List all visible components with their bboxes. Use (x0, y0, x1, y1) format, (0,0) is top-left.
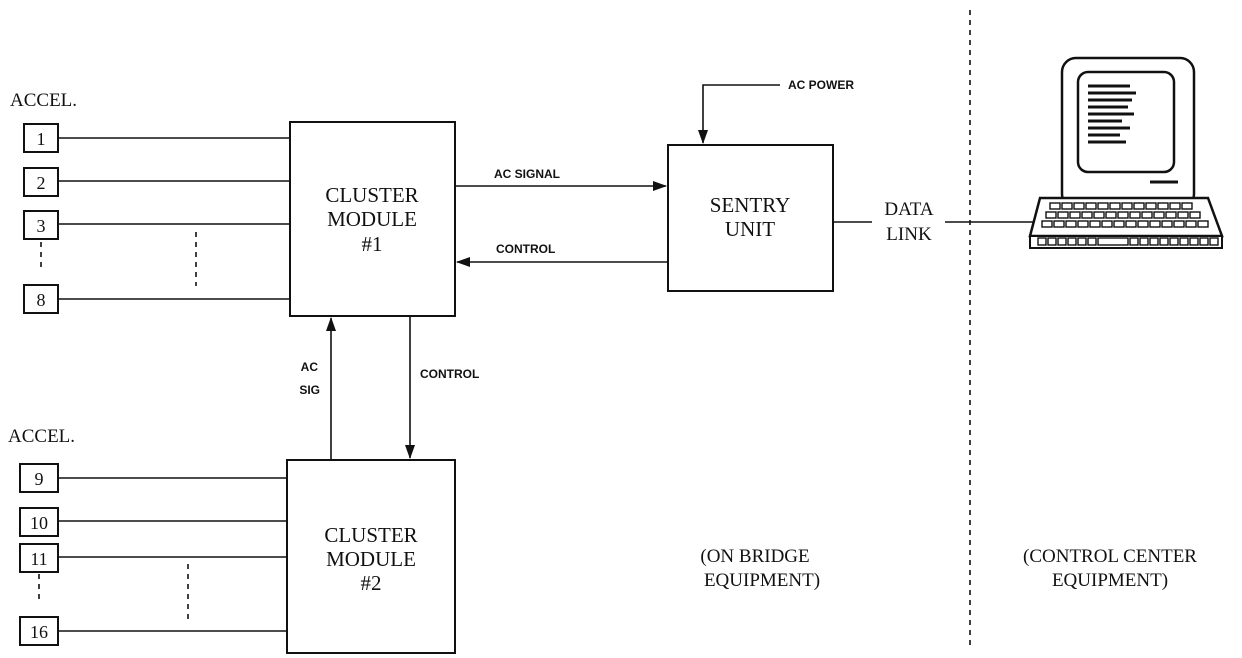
ac-power-label: AC POWER (788, 78, 854, 92)
cluster-module-1-line2: MODULE (327, 207, 417, 231)
control-center-region-line2: EQUIPMENT) (1052, 570, 1168, 591)
accel-sensor-9: 9 (20, 464, 287, 492)
sentry-unit-line2: UNIT (725, 217, 775, 241)
cluster-module-1-line1: CLUSTER (325, 183, 418, 207)
accel-sensor-16: 16 (20, 617, 287, 645)
data-link-line2: LINK (886, 224, 932, 245)
accel-sensor-label: 8 (37, 290, 46, 310)
bridge-region-line1: (ON BRIDGE (700, 546, 809, 567)
control-connection-top: CONTROL (457, 242, 668, 262)
bridge-region-line2: EQUIPMENT) (704, 570, 820, 591)
accel-sensor-3: 3 (24, 211, 290, 239)
ac-signal-connection: AC SIGNAL (455, 167, 666, 186)
control-label-top: CONTROL (496, 242, 555, 256)
ac-signal-label: AC SIGNAL (494, 167, 560, 181)
sentry-unit: SENTRY UNIT (668, 145, 833, 291)
control-center-region-line1: (CONTROL CENTER (1023, 546, 1197, 567)
cluster-module-2-line1: CLUSTER (324, 523, 417, 547)
accel-sensor-label: 9 (35, 469, 44, 489)
ac-power-connection: AC POWER (703, 78, 854, 143)
accel-sensor-label: 10 (30, 513, 48, 533)
cluster-module-1-line3: #1 (362, 232, 383, 256)
accel-sensor-label: 1 (37, 129, 46, 149)
data-link-line1: DATA (884, 199, 933, 220)
accel-sensor-label: 3 (37, 216, 46, 236)
accel-sensor-8: 8 (24, 285, 290, 313)
ac-sig-connection: AC SIG (299, 318, 331, 460)
accel-sensor-label: 16 (30, 622, 48, 642)
data-link-connection: DATA LINK (833, 199, 1040, 245)
ac-sig-label-line2: SIG (299, 383, 320, 397)
control-label-vertical: CONTROL (420, 367, 479, 381)
accel-sensor-1: 1 (24, 124, 290, 152)
control-vertical-connection: CONTROL (410, 316, 479, 458)
accel-heading-1: ACCEL. (10, 90, 77, 111)
accel-sensor-label: 11 (30, 549, 47, 569)
accel-sensor-10: 10 (20, 508, 287, 536)
cluster-module-2-line2: MODULE (326, 547, 416, 571)
accel-sensor-label: 2 (37, 173, 46, 193)
accel-sensor-2: 2 (24, 168, 290, 196)
accel-sensor-11: 11 (20, 544, 287, 572)
accel-heading-2: ACCEL. (8, 426, 75, 447)
cluster-module-2-line3: #2 (361, 571, 382, 595)
cluster-module-1: CLUSTER MODULE #1 (290, 122, 455, 316)
cluster-module-2: CLUSTER MODULE #2 (287, 460, 455, 653)
ac-sig-label-line1: AC (301, 360, 319, 374)
computer-terminal-icon (1030, 58, 1222, 248)
sentry-unit-line1: SENTRY (710, 193, 791, 217)
